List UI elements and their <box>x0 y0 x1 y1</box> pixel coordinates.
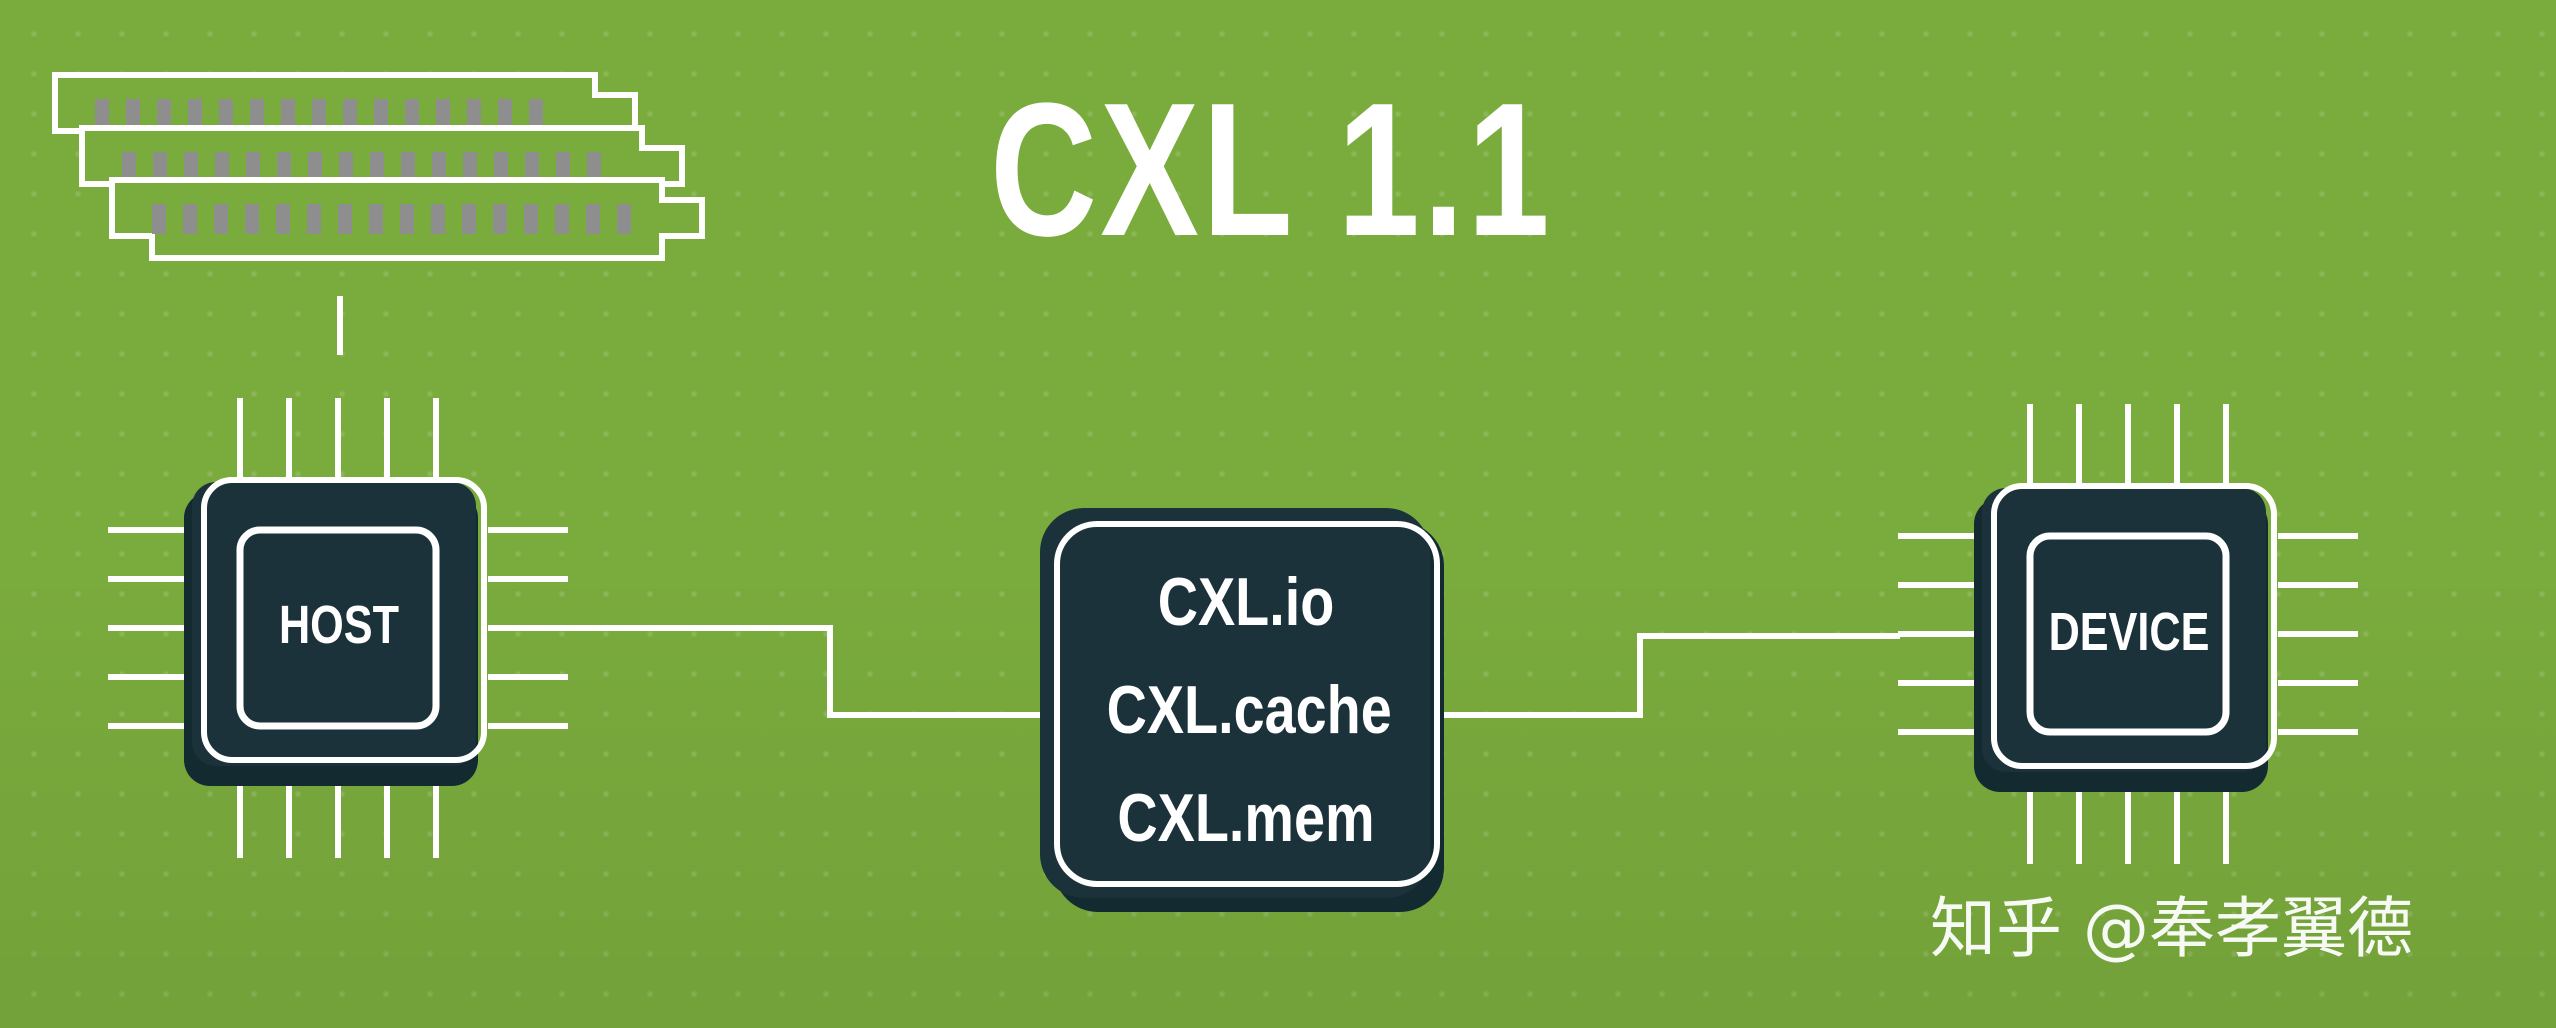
memory-pin <box>281 99 295 129</box>
memory-pin <box>122 152 136 182</box>
memory-pin <box>152 204 166 234</box>
memory-pin <box>307 204 321 234</box>
memory-pin <box>245 204 259 234</box>
memory-pin <box>246 152 260 182</box>
memory-pin <box>467 99 481 129</box>
protocol-box-border <box>1054 521 1440 887</box>
memory-pin <box>374 99 388 129</box>
memory-pin <box>95 99 109 129</box>
host-link-line <box>568 625 1040 718</box>
memory-pin <box>400 204 414 234</box>
memory-pin <box>157 99 171 129</box>
memory-pin <box>153 152 167 182</box>
watermark: 知乎 @奉孝翼德 <box>1930 890 2413 967</box>
memory-pin <box>276 204 290 234</box>
memory-pin <box>555 204 569 234</box>
memory-pin <box>312 99 326 129</box>
memory-pin <box>126 99 140 129</box>
memory-pin <box>277 152 291 182</box>
memory-pin <box>556 152 570 182</box>
memory-pin <box>587 152 601 182</box>
memory-pin <box>463 152 477 182</box>
memory-pin <box>405 99 419 129</box>
memory-pin <box>339 152 353 182</box>
memory-pin <box>524 204 538 234</box>
memory-pin <box>493 204 507 234</box>
protocol-cxl-mem: CXL.mem <box>1117 780 1375 856</box>
device-link-line <box>1430 633 1900 718</box>
memory-pin <box>586 204 600 234</box>
memory-pin <box>436 99 450 129</box>
protocol-cxl-cache: CXL.cache <box>1106 672 1392 748</box>
device-chip-die <box>2026 532 2230 736</box>
memory-pin <box>215 152 229 182</box>
memory-pin <box>183 204 197 234</box>
host-chip-outline <box>201 477 487 763</box>
memory-pin <box>214 204 228 234</box>
memory-pin <box>617 204 631 234</box>
memory-pin <box>343 99 357 129</box>
device-chip-outline <box>1991 483 2277 769</box>
memory-pin <box>401 152 415 182</box>
host-label: HOST <box>278 595 399 655</box>
memory-pin <box>494 152 508 182</box>
memory-pin <box>431 204 445 234</box>
memory-pin <box>308 152 322 182</box>
memory-pin <box>338 204 352 234</box>
host-chip-icon <box>108 398 568 858</box>
diagram-title: CXL 1.1 <box>990 64 1553 276</box>
memory-pin <box>498 99 512 129</box>
memory-pin <box>219 99 233 129</box>
protocol-cxl-io: CXL.io <box>1157 564 1335 640</box>
memory-pin <box>525 152 539 182</box>
memory-pin <box>529 99 543 129</box>
device-label: DEVICE <box>2048 602 2210 662</box>
host-chip-body <box>192 482 476 766</box>
memory-pin <box>369 204 383 234</box>
protocol-box-fill <box>1040 508 1430 898</box>
memory-pin <box>188 99 202 129</box>
device-chip-body <box>1982 488 2266 772</box>
memory-pin <box>462 204 476 234</box>
host-chip-die <box>236 526 440 730</box>
memory-pin <box>184 152 198 182</box>
memory-pin <box>432 152 446 182</box>
memory-pin <box>250 99 264 129</box>
memory-module-icon <box>52 72 705 261</box>
device-chip-icon <box>1898 404 2358 864</box>
memory-pin <box>370 152 384 182</box>
